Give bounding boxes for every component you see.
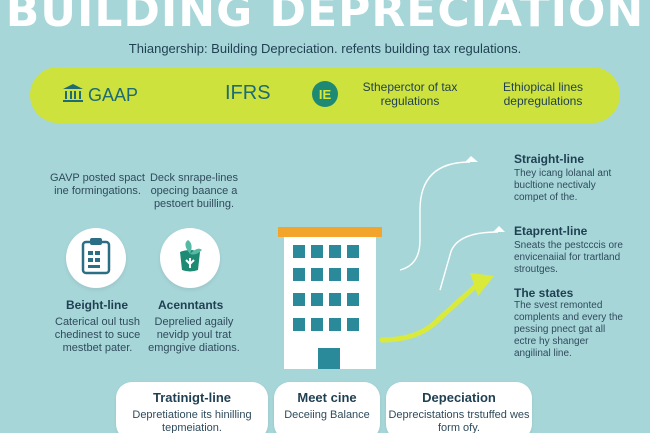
accountant-circle xyxy=(160,228,220,288)
ie-badge: IE xyxy=(312,81,338,107)
building-windows xyxy=(293,245,359,331)
tax-regulations-label: Stheperctor of tax regulations xyxy=(362,80,458,108)
card-body: Deceiing Balance xyxy=(284,409,370,421)
card-body: Depretiatione its hinilling tepmeiation. xyxy=(132,409,252,433)
connector-line-mid xyxy=(439,231,499,291)
card-heading: Depeciation xyxy=(422,390,496,405)
growth-arrow-head xyxy=(470,273,494,296)
card-meet-cine: Meet cine Deceiing Balance xyxy=(274,382,380,433)
straight-line-body: They icang lolanal ant bucltione nectiva… xyxy=(514,168,612,203)
card-depeciation: Depeciation Deprecistations trstuffed we… xyxy=(386,382,532,433)
etaprent-line-heading: Etaprent-line xyxy=(514,224,588,238)
card-heading: Tratinigt-line xyxy=(153,390,231,405)
declining-description: Deck snrape-lines opecing baance a pesto… xyxy=(149,172,239,210)
gaap-item: GAAP xyxy=(62,83,138,108)
weight-line-body: Caterical oul tush chedinest to suce mes… xyxy=(54,316,141,354)
straight-line-heading: Straight-line xyxy=(514,152,585,166)
page-title: BUILDING DEPRECIATION xyxy=(5,0,645,37)
clipboard-circle xyxy=(66,228,126,288)
page-subtitle: Thiangership: Building Depreciation. ref… xyxy=(128,41,522,56)
weight-line-heading: Beight-line xyxy=(66,298,128,312)
accountants-heading: Acenntants xyxy=(158,298,224,312)
bank-icon xyxy=(62,83,88,108)
card-tratinigt-line: Tratinigt-line Depretiatione its hinilli… xyxy=(116,382,268,433)
connector-tip-top xyxy=(465,156,478,162)
the-states-heading: The states xyxy=(514,286,574,300)
standards-banner: GAAP IFRS IE Stheperctor of tax regulati… xyxy=(30,67,620,123)
card-heading: Meet cine xyxy=(297,390,357,405)
clipboard-icon xyxy=(79,237,113,280)
depregulations-label: Ethiopical lines depregulations xyxy=(502,80,584,108)
gaap-label: GAAP xyxy=(88,85,139,105)
growth-arrow xyxy=(379,281,481,343)
gaap-description: GAVP posted spact ine formingations. xyxy=(50,172,145,197)
building-roof xyxy=(278,227,382,237)
ifrs-label: IFRS xyxy=(225,82,271,104)
connector-tip-mid xyxy=(493,226,505,232)
accountants-body: Deprelied agaily nevidp youl trat emgngi… xyxy=(148,316,240,354)
building-door xyxy=(318,348,340,369)
etaprent-line-body: Sneats the pestcccis ore envicenaiial fo… xyxy=(514,240,623,275)
connector-line-top xyxy=(399,161,471,271)
card-body: Deprecistations trstuffed wes form ofy. xyxy=(388,409,530,433)
the-states-body: The svest remonted complents and every t… xyxy=(514,300,623,359)
plant-pot-icon xyxy=(172,238,208,279)
